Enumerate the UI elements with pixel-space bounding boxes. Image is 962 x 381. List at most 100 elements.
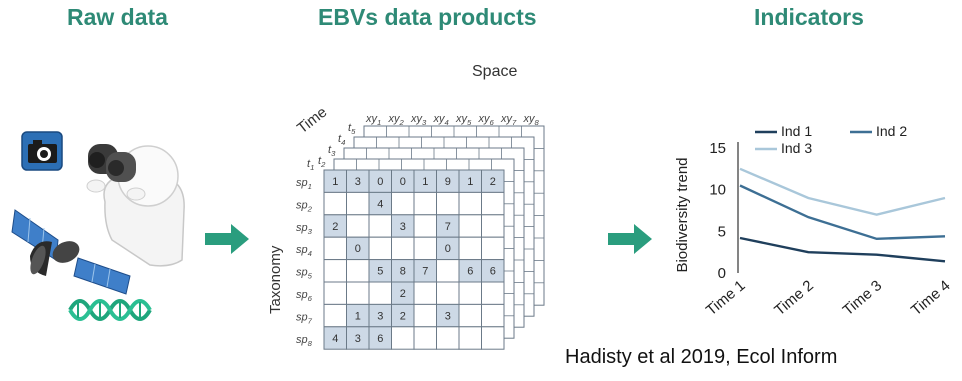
grid-cell <box>323 281 347 305</box>
chart-x-tick-label: Time 2 <box>771 277 817 319</box>
grid-cell-value: 9 <box>445 176 451 188</box>
grid-cell <box>458 303 482 328</box>
grid-cell <box>458 326 482 350</box>
chart-x-tick-label: Time 3 <box>840 277 886 319</box>
species-label: sp4 <box>296 244 312 258</box>
grid-cell <box>391 236 415 261</box>
grid-cell <box>436 191 460 216</box>
grid-cell <box>458 281 482 305</box>
grid-cell <box>323 236 347 261</box>
space-label: xy7 <box>500 113 517 127</box>
arrow-right-icon <box>205 224 249 254</box>
grid-cell-value: 5 <box>377 266 383 278</box>
heading-ebv-products: EBVs data products <box>318 4 537 30</box>
grid-cell <box>391 326 415 350</box>
grid-cell-value: 3 <box>355 333 361 345</box>
space-label: xy3 <box>410 113 427 127</box>
grid-cell-value: 0 <box>445 243 451 255</box>
chart-series-line <box>739 184 946 241</box>
chart-x-tick-label: Time 1 <box>703 277 749 319</box>
grid-cell-value: 6 <box>377 333 383 345</box>
raw-data-illustration <box>11 131 185 321</box>
space-label: xy1 <box>365 113 381 127</box>
species-label: sp8 <box>296 334 313 348</box>
chart-legend-label: Ind 1 <box>781 123 812 139</box>
species-label: sp1 <box>296 177 312 191</box>
time-label: t3 <box>328 144 336 158</box>
grid-cell <box>481 214 505 238</box>
camera-icon <box>21 131 63 171</box>
citation-text: Hadisty et al 2019, Ecol Inform <box>565 346 838 368</box>
heading-indicators: Indicators <box>754 4 864 30</box>
grid-cell <box>436 259 460 283</box>
grid-cell-value: 4 <box>332 333 338 345</box>
grid-cell-value: 3 <box>445 310 451 322</box>
grid-cell <box>481 326 505 350</box>
time-label: t4 <box>338 133 345 147</box>
grid-cell-value: 1 <box>332 176 338 188</box>
arrow-right-icon <box>608 224 652 254</box>
time-axis-label: Time <box>294 104 330 138</box>
species-label: sp7 <box>296 311 313 325</box>
chart-y-axis-label: Biodiversity trend <box>674 157 691 272</box>
species-label: sp3 <box>296 222 313 236</box>
time-label: t1 <box>307 158 314 172</box>
chart-legend-label: Ind 2 <box>876 123 907 139</box>
grid-cell-value: 4 <box>377 198 383 210</box>
grid-cell <box>323 303 347 328</box>
time-label: t5 <box>348 122 356 136</box>
grid-cell <box>458 236 482 261</box>
chart-legend-label: Ind 3 <box>781 140 812 156</box>
grid-cell <box>458 191 482 216</box>
grid-cell <box>413 236 437 261</box>
grid-cell <box>481 236 505 261</box>
heading-raw-data: Raw data <box>67 4 168 30</box>
space-label: xy4 <box>433 113 449 127</box>
grid-cell <box>346 281 370 305</box>
grid-cell <box>346 191 370 216</box>
chart-y-tick-label: 0 <box>718 265 726 282</box>
chart-series-line <box>739 236 946 263</box>
dna-icon <box>68 299 152 321</box>
space-label: xy6 <box>478 113 495 127</box>
grid-cell <box>413 191 437 216</box>
grid-cell <box>346 214 370 238</box>
grid-cell-value: 7 <box>445 221 451 233</box>
grid-cell <box>368 214 392 238</box>
chart-y-tick-label: 10 <box>709 182 726 199</box>
satellite-icon <box>11 209 131 295</box>
grid-cell <box>481 191 505 216</box>
grid-cell-value: 3 <box>377 310 383 322</box>
chart-series-group <box>739 167 946 263</box>
grid-cell <box>323 191 347 216</box>
grid-cell-value: 3 <box>400 221 406 233</box>
species-label: sp2 <box>296 199 313 213</box>
space-label: xy2 <box>388 113 405 127</box>
grid-cell <box>413 326 437 350</box>
grid-cell-value: 1 <box>422 176 428 188</box>
grid-cell <box>481 303 505 328</box>
grid-cell-value: 1 <box>355 310 361 322</box>
arrow-right-shape <box>205 224 249 254</box>
grid-cell-value: 6 <box>490 266 496 278</box>
taxonomy-axis-label: Taxonomy <box>267 245 284 314</box>
chart-series-line <box>739 167 946 216</box>
grid-cell <box>323 259 347 283</box>
binoculars-person-icon <box>86 144 185 267</box>
grid-cell-value: 2 <box>400 310 406 322</box>
chart-y-tick-label: 15 <box>709 140 726 157</box>
grid-cell-value: 2 <box>332 221 338 233</box>
chart-legend: Ind 1 Ind 2 Ind 3 <box>755 123 907 156</box>
grid-cell <box>368 281 392 305</box>
grid-cell <box>413 281 437 305</box>
species-label: sp5 <box>296 267 313 281</box>
species-label: sp6 <box>296 289 313 303</box>
grid-cell-value: 7 <box>422 266 428 278</box>
grid-cell <box>391 191 415 216</box>
grid-cell-value: 0 <box>355 243 361 255</box>
